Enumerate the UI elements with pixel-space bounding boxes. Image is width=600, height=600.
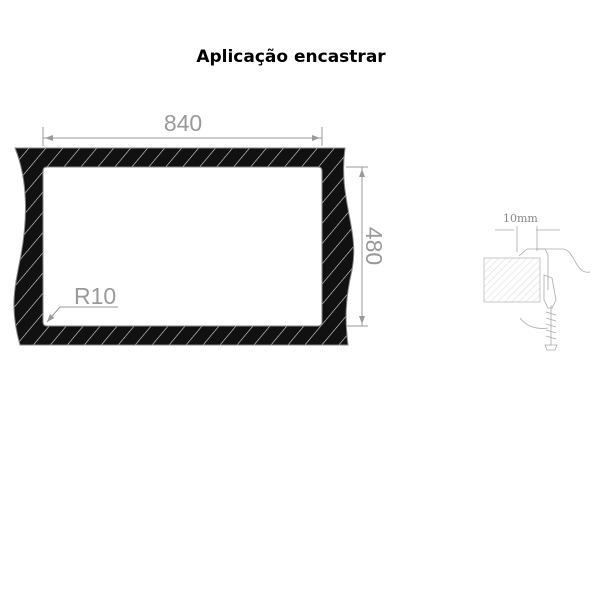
sealant-line [519,317,549,329]
radius-callout: R10 [46,283,118,323]
radius-label: R10 [74,283,116,309]
sink-edge [536,248,591,273]
depth-label: 480 [361,227,387,265]
fixing-clip [543,274,557,309]
gap-label: 10mm [503,212,538,225]
worktop-section [483,257,541,303]
page-title: Aplicação encastrar [196,47,386,67]
depth-dimension: 480 [346,166,387,327]
sink-frame [13,147,355,346]
screw [544,305,558,351]
width-dimension: 840 [42,110,323,146]
width-label: 840 [164,110,202,136]
installation-detail: 10mm [483,212,591,351]
